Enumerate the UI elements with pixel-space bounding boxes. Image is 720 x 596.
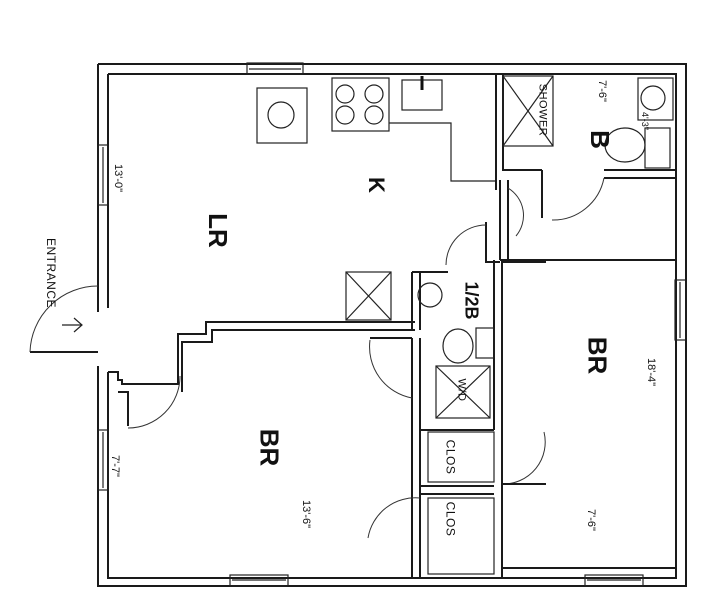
closet-upper-label: CLOS [443, 439, 458, 475]
interior-walls [108, 180, 676, 578]
entrance-label: ENTRANCE [44, 237, 59, 309]
washer-dryer-label: W/D [455, 378, 468, 402]
dim-bath-width: 7'-6" [595, 80, 608, 102]
kitchen-fixtures [256, 76, 496, 182]
entrance-door [29, 285, 99, 353]
bath-walls [495, 74, 676, 221]
kitchen-label: K [363, 177, 389, 193]
dim-br-right-width: 7'-6" [584, 509, 597, 531]
half-bath-label: 1/2B [461, 281, 482, 320]
dim-br-left-width: 7'-7" [108, 455, 121, 477]
dim-bath-vanity: 4'-3" [639, 112, 650, 130]
dim-br-right-length: 18'-4" [645, 357, 658, 387]
closet-lower-label: CLOS [443, 501, 458, 537]
shower-label: SHOWER [536, 83, 549, 137]
dim-lr-width: 13'-0" [112, 163, 125, 193]
bath-label: B [584, 130, 615, 149]
windows [97, 62, 687, 587]
bedroom-left-label: BR [254, 428, 285, 467]
dim-br-left-length: 13'-6" [300, 499, 313, 529]
bedroom-right-label: BR [582, 336, 613, 375]
living-room-label: LR [202, 213, 233, 248]
